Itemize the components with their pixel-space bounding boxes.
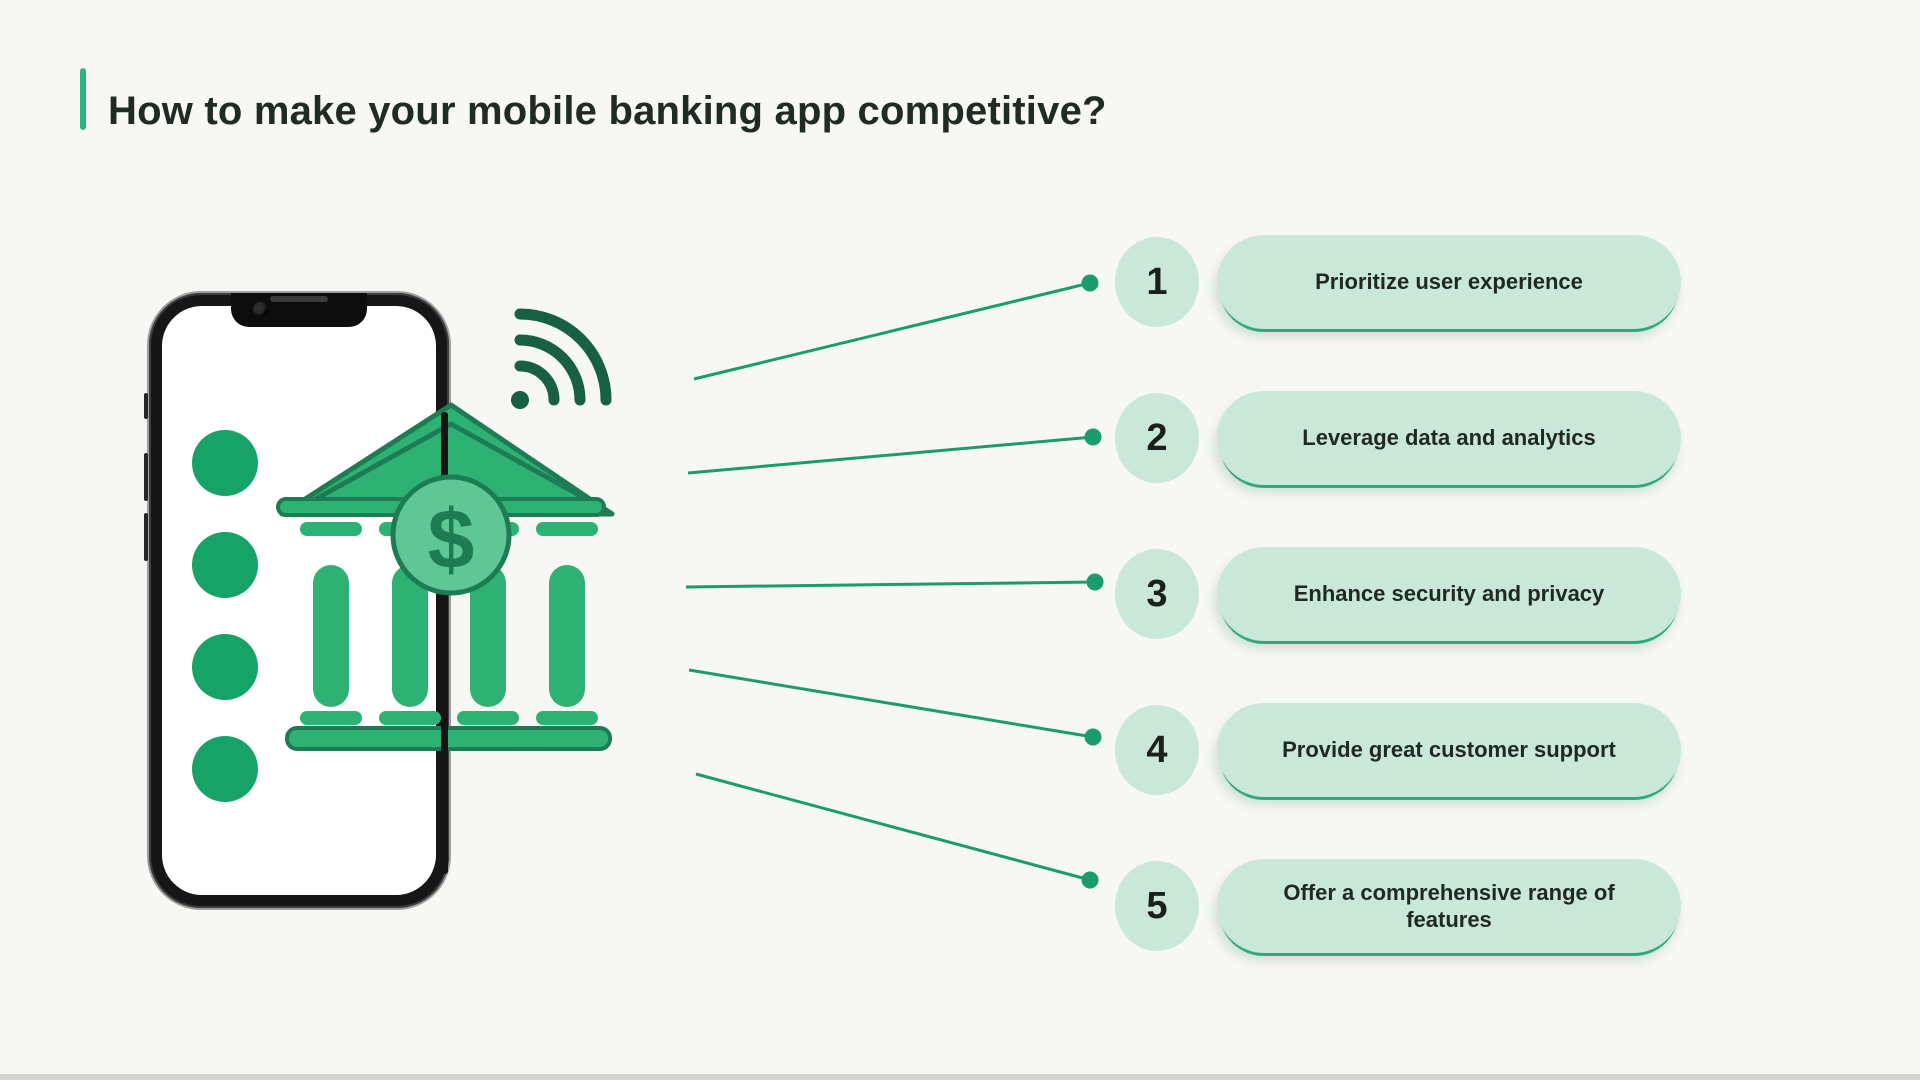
phone-illustration	[144, 293, 449, 908]
camera-icon	[253, 302, 268, 317]
screen-dot	[192, 736, 258, 802]
step-label: Enhance security and privacy	[1293, 581, 1605, 607]
step-label: Leverage data and analytics	[1302, 425, 1596, 451]
step-number-circle: 3	[1115, 549, 1199, 639]
step-label: Offer a comprehensive range of features	[1283, 879, 1615, 933]
step-label: Provide great customer support	[1282, 737, 1616, 763]
connector-line	[685, 580, 1096, 589]
step-number: 4	[1146, 728, 1168, 771]
connector-line	[695, 772, 1091, 882]
step-number-circle: 1	[1115, 237, 1199, 327]
connector-line	[688, 668, 1094, 739]
screen-dot	[192, 532, 258, 598]
step-row: 5 Offer a comprehensive range of feature…	[1115, 859, 1681, 953]
step-pill: Prioritize user experience	[1217, 235, 1681, 329]
title-accent-bar	[80, 68, 86, 130]
screen-dot	[192, 430, 258, 496]
screen-dot	[192, 634, 258, 700]
step-pill: Offer a comprehensive range of features	[1217, 859, 1681, 953]
step-pill: Enhance security and privacy	[1217, 547, 1681, 641]
dollar-sign: $	[428, 492, 475, 586]
wifi-icon	[511, 308, 612, 409]
bottom-edge-strip	[0, 1074, 1920, 1080]
step-row: 2 Leverage data and analytics	[1115, 391, 1681, 485]
step-number: 5	[1146, 884, 1168, 927]
step-row: 3 Enhance security and privacy	[1115, 547, 1681, 641]
phone-screen	[162, 306, 436, 895]
step-number: 3	[1146, 572, 1168, 615]
phone-mute-button	[144, 393, 148, 419]
connector-dot	[1081, 871, 1099, 889]
step-row: 1 Prioritize user experience	[1115, 235, 1681, 329]
dollar-coin-icon: $	[390, 474, 512, 596]
step-label: Prioritize user experience	[1315, 269, 1583, 295]
speaker-grille	[270, 296, 328, 302]
connector-dot	[1084, 728, 1102, 746]
step-number-circle: 5	[1115, 861, 1199, 951]
page-title: How to make your mobile banking app comp…	[108, 88, 1107, 133]
connector-line	[687, 435, 1094, 475]
connector-dot	[1084, 428, 1102, 446]
step-number: 2	[1146, 416, 1168, 459]
connector-dot	[1086, 573, 1104, 591]
step-number: 1	[1146, 260, 1168, 303]
phone-volume-down-button	[144, 513, 148, 561]
bank-icon	[276, 402, 615, 751]
step-number-circle: 2	[1115, 393, 1199, 483]
connector-dot	[1081, 274, 1099, 292]
phone-bezel-edge	[441, 412, 448, 874]
step-row: 4 Provide great customer support	[1115, 703, 1681, 797]
step-pill: Provide great customer support	[1217, 703, 1681, 797]
connector-line	[693, 281, 1091, 381]
step-pill: Leverage data and analytics	[1217, 391, 1681, 485]
step-number-circle: 4	[1115, 705, 1199, 795]
phone-notch	[231, 293, 367, 327]
phone-volume-up-button	[144, 453, 148, 501]
